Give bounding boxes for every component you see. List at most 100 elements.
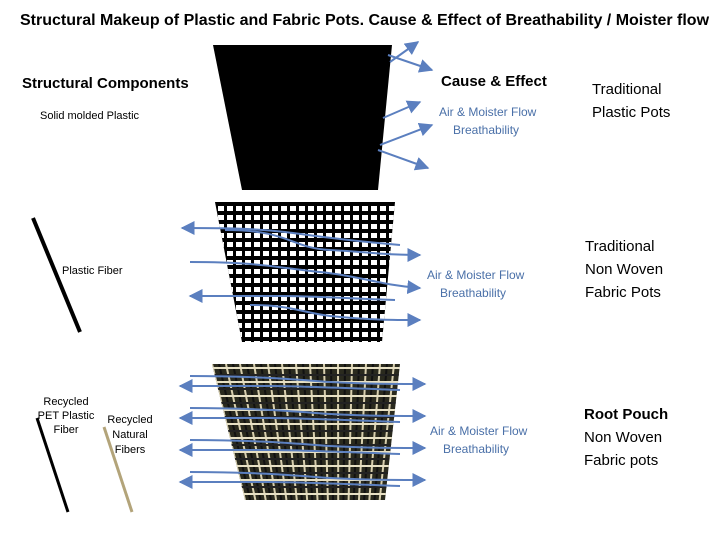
fabric-cell xyxy=(254,260,260,265)
flow-arrow-left xyxy=(178,443,401,457)
flow-arrow-right xyxy=(189,471,427,487)
fabric-cell xyxy=(308,323,314,328)
fabric-cell xyxy=(389,305,395,310)
fabric-cell xyxy=(245,260,251,265)
fabric-cell xyxy=(254,314,260,319)
fabric-cell xyxy=(353,287,359,292)
fabric-cell xyxy=(362,269,368,274)
fabric-cell xyxy=(308,251,314,256)
fabric-cell xyxy=(380,314,386,319)
fabric-cell xyxy=(308,296,314,301)
fabric-cell xyxy=(389,287,395,292)
flow-arrow-left xyxy=(178,475,401,489)
fabric-cell xyxy=(236,206,242,211)
fabric-cell xyxy=(299,323,305,328)
fabric-cell xyxy=(317,215,323,220)
fabric-cell xyxy=(353,341,359,342)
fabric-cell xyxy=(371,224,377,229)
fabric-cell xyxy=(380,278,386,283)
fabric-cell xyxy=(326,206,332,211)
recycled-natural-fiber-strand xyxy=(102,426,134,513)
fabric-cell xyxy=(335,242,341,247)
fabric-cell xyxy=(326,323,332,328)
fabric-cell xyxy=(380,287,386,292)
fabric-cell xyxy=(218,215,224,220)
fabric-cell xyxy=(290,242,296,247)
fabric-cell xyxy=(389,215,395,220)
row2-type-line: Non Woven xyxy=(585,261,664,278)
fabric-cell xyxy=(245,341,251,342)
fabric-cell xyxy=(353,251,359,256)
fabric-cell xyxy=(227,206,233,211)
fabric-cell xyxy=(371,233,377,238)
fabric-cell xyxy=(371,287,377,292)
fabric-cell xyxy=(317,251,323,256)
fabric-cell xyxy=(326,305,332,310)
fabric-cell xyxy=(344,332,350,337)
fabric-cell xyxy=(362,323,368,328)
plastic-fiber-strand xyxy=(31,217,82,333)
fabric-cell xyxy=(254,287,260,292)
fabric-cell xyxy=(299,305,305,310)
fabric-cell xyxy=(290,215,296,220)
fabric-cell xyxy=(218,287,224,292)
fabric-cell xyxy=(245,215,251,220)
fabric-cell xyxy=(371,260,377,265)
fabric-cell xyxy=(362,332,368,337)
fabric-cell xyxy=(326,332,332,337)
solid-plastic-pot xyxy=(213,45,392,190)
fabric-cell xyxy=(389,260,395,265)
fabric-cell xyxy=(245,296,251,301)
fabric-cell xyxy=(308,332,314,337)
fabric-cell xyxy=(281,215,287,220)
fabric-cell xyxy=(335,260,341,265)
fabric-cell xyxy=(290,314,296,319)
fabric-cell xyxy=(227,242,233,247)
fabric-cell xyxy=(317,206,323,211)
fabric-cell xyxy=(218,233,224,238)
row3-type-line: Non Woven xyxy=(584,429,663,446)
fabric-cell xyxy=(245,233,251,238)
row3-effect-line2: Breathability xyxy=(443,442,510,456)
fabric-cell xyxy=(326,224,332,229)
fabric-cell xyxy=(353,278,359,283)
fabric-cell xyxy=(353,323,359,328)
fabric-cell xyxy=(317,305,323,310)
fabric-cell xyxy=(362,233,368,238)
fabric-cell xyxy=(380,332,386,337)
fabric-cell xyxy=(353,242,359,247)
fabric-cell xyxy=(263,287,269,292)
fabric-cell xyxy=(362,278,368,283)
fabric-cell xyxy=(245,305,251,310)
fabric-cell xyxy=(254,269,260,274)
fabric-cell xyxy=(254,305,260,310)
fabric-cell xyxy=(281,287,287,292)
fabric-cell xyxy=(389,278,395,283)
fabric-cell xyxy=(317,296,323,301)
fabric-cell xyxy=(335,233,341,238)
fabric-cell xyxy=(272,224,278,229)
fabric-cell xyxy=(263,233,269,238)
fabric-cell xyxy=(227,251,233,256)
row3-type-line: Fabric pots xyxy=(584,452,659,469)
outflow-arrow xyxy=(382,100,422,119)
fabric-cell xyxy=(236,242,242,247)
fabric-cell xyxy=(254,215,260,220)
diagram-title: Structural Makeup of Plastic and Fabric … xyxy=(20,12,710,29)
fabric-cell xyxy=(263,242,269,247)
fabric-cell xyxy=(326,287,332,292)
flow-arrow-left xyxy=(188,289,396,303)
fabric-cell xyxy=(308,224,314,229)
fabric-cell xyxy=(263,341,269,342)
fabric-cell xyxy=(353,314,359,319)
fabric-cell xyxy=(353,233,359,238)
fabric-cell xyxy=(218,341,224,342)
fabric-cell xyxy=(389,323,395,328)
fabric-cell xyxy=(317,233,323,238)
fabric-cell xyxy=(290,233,296,238)
fabric-cell xyxy=(272,323,278,328)
fabric-cell xyxy=(236,296,242,301)
fabric-cell xyxy=(254,341,260,342)
fabric-cell xyxy=(380,269,386,274)
fabric-cell xyxy=(272,314,278,319)
